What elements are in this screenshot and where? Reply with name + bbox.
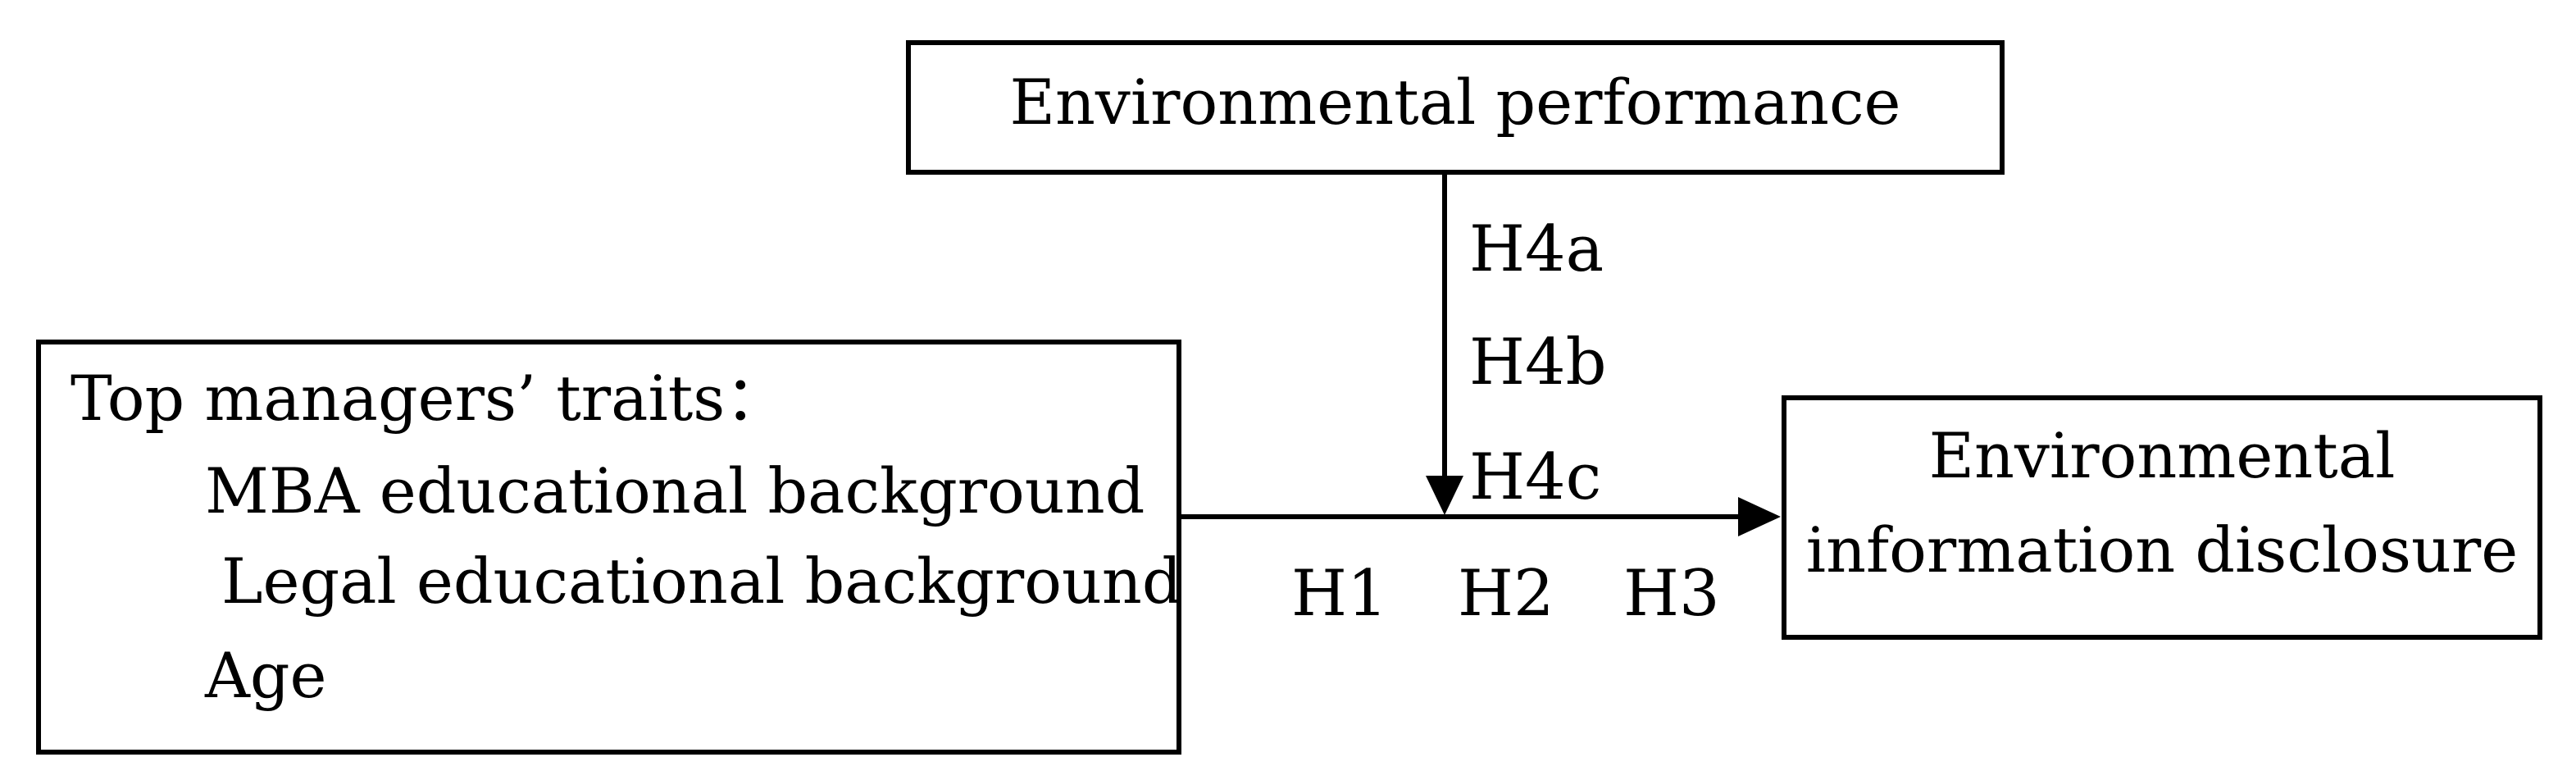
dependent-label-line1: Environmental (1929, 419, 2396, 492)
hypothesis-h3: H3 (1623, 557, 1720, 631)
independent-title: Top managers’ traits： (71, 362, 787, 435)
hypothesis-h1: H1 (1291, 557, 1388, 631)
trait-mba: MBA educational background (205, 454, 1145, 527)
independent-node: Top managers’ traits： MBA educational ba… (36, 340, 1182, 755)
independent-box (36, 340, 1181, 755)
moderation-arrow-head (1426, 476, 1463, 515)
hypothesis-h4a: H4a (1469, 212, 1604, 286)
hypothesis-h2: H2 (1458, 557, 1554, 631)
main-effect-arrow (1179, 497, 1781, 536)
moderator-box (906, 40, 2005, 175)
dependent-node: Environmental information disclosure (1782, 395, 2542, 640)
moderation-arrow (1426, 172, 1463, 515)
main-effect-arrow-head (1738, 497, 1781, 536)
trait-legal: Legal educational background (221, 545, 1182, 618)
dependent-box (1782, 395, 2542, 640)
dependent-label-line2: information disclosure (1806, 513, 2518, 586)
moderator-label: Environmental performance (1009, 66, 1900, 139)
trait-age: Age (204, 639, 327, 712)
moderator-node: Environmental performance (906, 40, 2005, 175)
hypothesis-h4b: H4b (1469, 326, 1607, 399)
hypothesis-h4c: H4c (1469, 440, 1601, 514)
